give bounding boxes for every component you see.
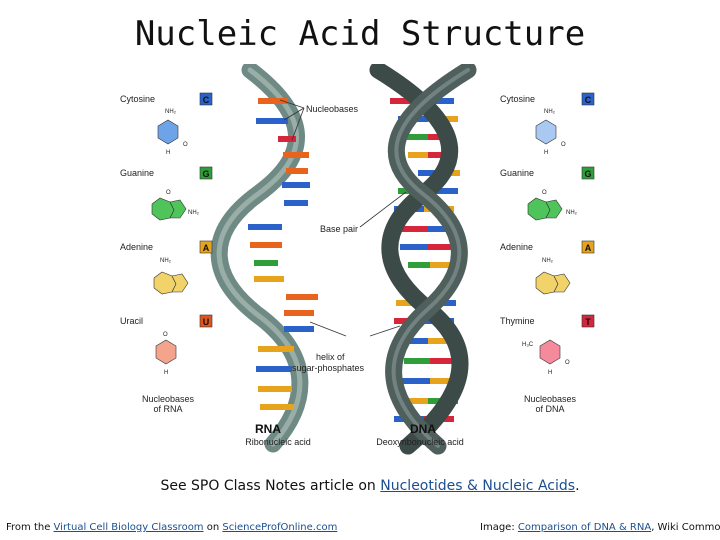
uracil-molecule: [155, 339, 177, 365]
svg-text:NH₂: NH₂: [160, 258, 172, 264]
base-name: Adenine: [500, 242, 533, 252]
base-letter: G: [202, 169, 209, 179]
base-letter: A: [585, 243, 592, 253]
virtual-cell-biology-link[interactable]: Virtual Cell Biology Classroom: [53, 522, 204, 533]
svg-text:H₃C: H₃C: [522, 342, 534, 348]
svg-text:O: O: [561, 142, 566, 148]
base-pair-label: Base pair: [320, 224, 358, 234]
svg-text:NH₂: NH₂: [566, 210, 578, 216]
dna-subtitle: Deoxyribonucleic acid: [376, 437, 464, 447]
caption-prefix: See SPO Class Notes article on: [160, 478, 381, 494]
dna-base-cytosine: Cytosine C NH₂ H O: [500, 92, 595, 156]
pointer-lines: [279, 99, 407, 337]
base-name: Adenine: [120, 242, 153, 252]
nucleotides-link[interactable]: Nucleotides & Nucleic Acids: [380, 478, 576, 494]
svg-text:NH₂: NH₂: [544, 109, 556, 115]
caption-suffix: .: [575, 478, 580, 494]
dna-bases-caption-2: of DNA: [535, 404, 564, 414]
svg-text:O: O: [163, 332, 168, 338]
dna-base-guanine: Guanine G NH₂ O: [500, 166, 595, 221]
rna-subtitle: Ribonucleic acid: [245, 437, 311, 447]
footer-image-credit: Image: Comparison of DNA & RNA, Wiki Com…: [480, 522, 720, 533]
rna-helix: [210, 64, 309, 453]
base-letter-box: [199, 314, 213, 328]
base-letter-box: [581, 92, 595, 106]
helix-label-line2: sugar-phosphates: [292, 363, 365, 373]
svg-text:NH₂: NH₂: [165, 109, 177, 115]
rna-base-adenine: Adenine A NH₂: [120, 240, 213, 295]
rna-base-bars: [248, 98, 318, 410]
svg-text:O: O: [565, 360, 570, 366]
footer-source: From the Virtual Cell Biology Classroom …: [6, 522, 338, 533]
rna-base-cytosine: Cytosine C NH₂ H O: [120, 92, 213, 156]
base-name: Thymine: [500, 316, 535, 326]
rna-base-guanine: Guanine G NH₂ O: [120, 166, 213, 221]
base-letter: T: [585, 317, 591, 327]
dna-base-thymine: Thymine T H₃C O H: [500, 314, 595, 376]
svg-text:H: H: [548, 370, 552, 376]
cytosine-molecule: [157, 119, 179, 145]
base-letter: U: [203, 317, 210, 327]
rna-bases-caption-1: Nucleobases: [142, 394, 195, 404]
svg-text:H: H: [544, 150, 548, 156]
nucleic-acid-diagram: Nucleobases Base pair helix of sugar-pho…: [120, 64, 595, 455]
base-letter-box: [581, 240, 595, 254]
base-name: Guanine: [500, 168, 534, 178]
svg-text:O: O: [166, 190, 171, 196]
cytosine-molecule: [535, 119, 557, 145]
dna-base-adenine: Adenine A NH₂: [500, 240, 595, 295]
svg-text:NH₂: NH₂: [188, 210, 200, 216]
thymine-molecule: [539, 339, 561, 365]
base-name: Guanine: [120, 168, 154, 178]
rna-bases-caption-2: of RNA: [153, 404, 182, 414]
svg-text:O: O: [542, 190, 547, 196]
base-letter: C: [203, 95, 210, 105]
nucleobases-label: Nucleobases: [306, 104, 359, 114]
base-letter: A: [203, 243, 210, 253]
svg-text:H: H: [166, 150, 170, 156]
dna-helix: [369, 64, 477, 455]
base-name: Cytosine: [500, 94, 535, 104]
page-title: Nucleic Acid Structure: [134, 14, 586, 54]
scienceprofonline-link[interactable]: ScienceProfOnline.com: [222, 522, 338, 533]
base-name: Uracil: [120, 316, 143, 326]
helix-label-line1: helix of: [316, 352, 345, 362]
svg-text:NH₂: NH₂: [542, 258, 554, 264]
svg-text:H: H: [164, 370, 168, 376]
svg-text:O: O: [183, 142, 188, 148]
base-letter-box: [199, 240, 213, 254]
base-letter-box: [199, 166, 213, 180]
base-letter: C: [585, 95, 592, 105]
base-letter-box: [581, 166, 595, 180]
base-letter: G: [584, 169, 591, 179]
rna-base-uracil: Uracil U O H: [120, 314, 213, 376]
rna-title: RNA: [255, 422, 281, 436]
base-letter-box: [581, 314, 595, 328]
base-name: Cytosine: [120, 94, 155, 104]
dna-bases-caption-1: Nucleobases: [524, 394, 577, 404]
comparison-dna-rna-link[interactable]: Comparison of DNA & RNA: [517, 522, 652, 533]
base-letter-box: [199, 92, 213, 106]
caption: See SPO Class Notes article on Nucleotid…: [0, 478, 720, 494]
dna-title: DNA: [410, 422, 436, 436]
